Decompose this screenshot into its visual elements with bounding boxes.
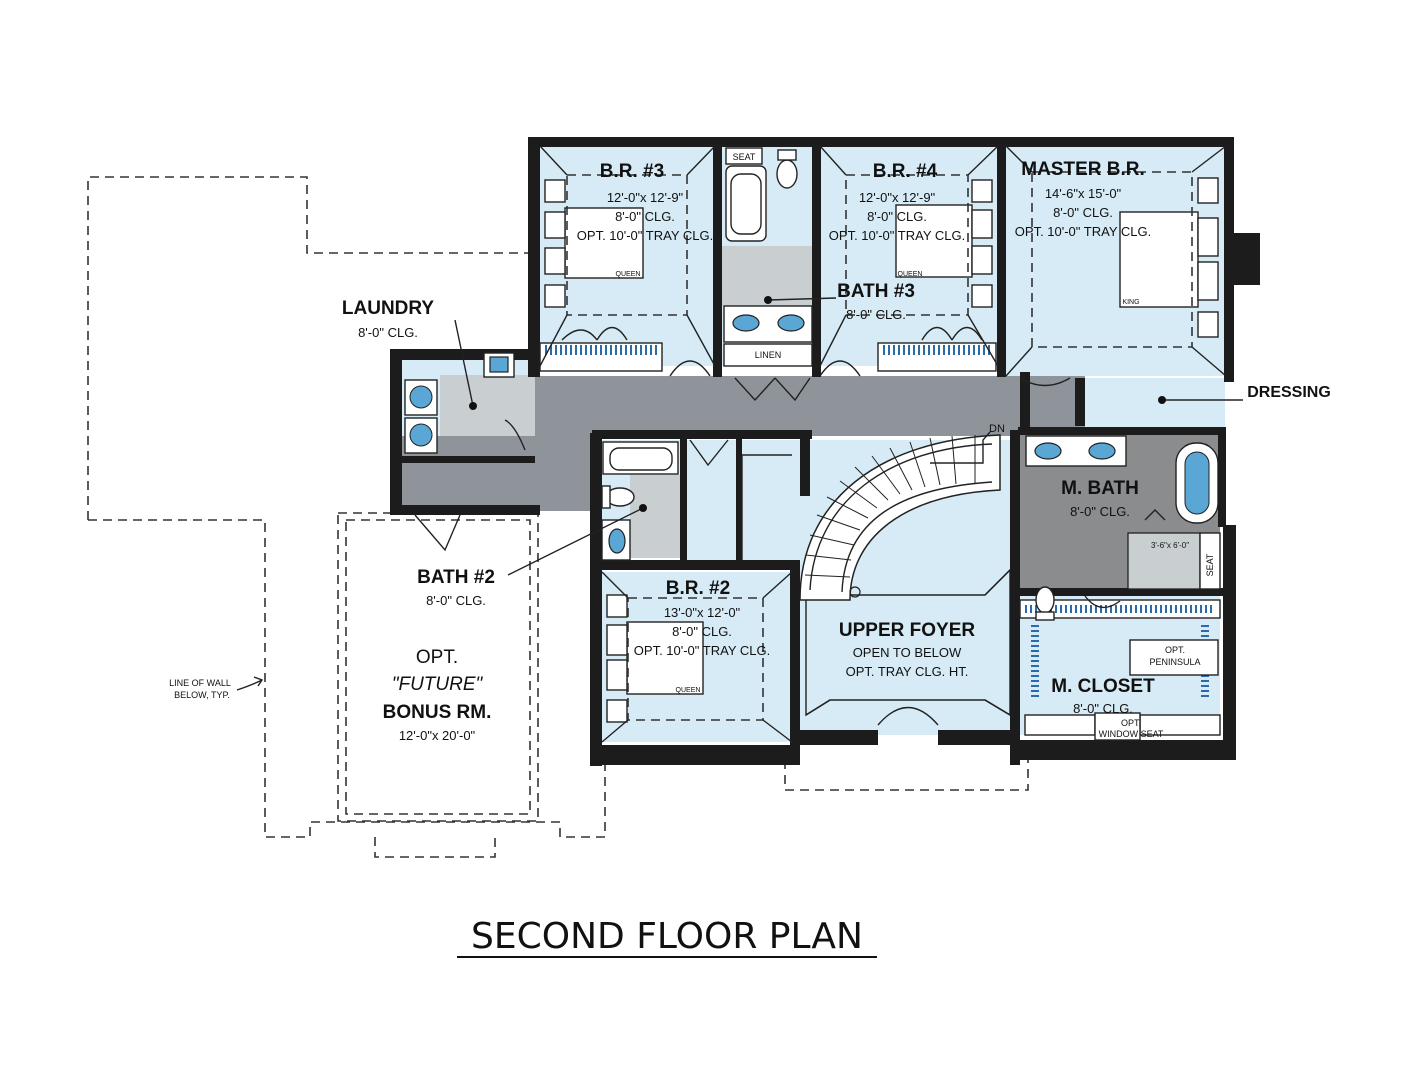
linen-note: LINEN — [755, 350, 782, 360]
door-swings — [414, 326, 1121, 609]
seat-note-mbath: SEAT — [1205, 553, 1215, 576]
br4-opt: OPT. 10'-0" TRAY CLG. — [829, 228, 965, 243]
bonus-future: "FUTURE" — [392, 674, 484, 695]
curved-staircase — [799, 431, 1001, 601]
bath3-name: BATH #3 — [837, 281, 915, 302]
king-note: KING — [1122, 299, 1139, 306]
queen-note-br4: QUEEN — [898, 271, 923, 278]
foyer-line1: OPEN TO BELOW — [853, 645, 962, 660]
br2-clg: 8'-0" CLG. — [672, 624, 732, 639]
plan-title: SECOND FLOOR PLAN — [471, 916, 863, 957]
br2-opt: OPT. 10'-0" TRAY CLG. — [634, 643, 770, 658]
br3-opt: OPT. 10'-0" TRAY CLG. — [577, 228, 713, 243]
master-name: MASTER B.R. — [1021, 159, 1145, 180]
bath2-name: BATH #2 — [417, 567, 495, 588]
bed-br3 — [544, 179, 644, 308]
queen-note-br2: QUEEN — [676, 687, 701, 694]
tray-ceiling-lines — [539, 145, 1227, 743]
mbath-name: M. BATH — [1061, 478, 1139, 499]
br3-clg: 8'-0" CLG. — [615, 209, 675, 224]
shower-size-note: 3'-6"x 6'-0" — [1151, 541, 1189, 550]
br3-size: 12'-0"x 12'-9" — [607, 190, 684, 205]
wall-line-note-2: BELOW, TYP. — [174, 690, 230, 700]
bed-master — [1119, 177, 1219, 338]
br2-name: B.R. #2 — [666, 578, 730, 599]
plan-title-group: SECOND FLOOR PLAN — [457, 916, 877, 958]
laundry-name: LAUNDRY — [342, 298, 435, 319]
br3-name: B.R. #3 — [600, 161, 664, 182]
walls — [390, 137, 1260, 766]
seat-note-bath3: SEAT — [733, 152, 756, 162]
br2-size: 13'-0"x 12'-0" — [664, 605, 741, 620]
callout-leaders — [236, 296, 1243, 691]
master-clg: 8'-0" CLG. — [1053, 205, 1113, 220]
laundry-clg: 8'-0" CLG. — [358, 325, 418, 340]
dressing-name: DRESSING — [1247, 384, 1331, 401]
br4-name: B.R. #4 — [873, 161, 938, 182]
wall-line-note-1: LINE OF WALL — [169, 678, 231, 688]
master-size: 14'-6"x 15'-0" — [1045, 186, 1122, 201]
peninsula-note: PENINSULA — [1149, 657, 1200, 667]
fixture-notes: SEAT LINEN QUEEN QUEEN KING QUEEN DN 3'-… — [169, 152, 1215, 739]
window-seat-opt: OPT. — [1121, 718, 1141, 728]
bonus-size: 12'-0"x 20'-0" — [399, 728, 476, 743]
bath3-clg: 8'-0" CLG. — [846, 307, 906, 322]
bed-br2 — [606, 594, 704, 723]
peninsula-opt: OPT. — [1165, 645, 1185, 655]
plan-title-underline — [457, 956, 877, 958]
mbath-clg: 8'-0" CLG. — [1070, 504, 1130, 519]
mcloset-name: M. CLOSET — [1051, 676, 1155, 697]
br4-size: 12'-0"x 12'-9" — [859, 190, 936, 205]
foyer-name: UPPER FOYER — [839, 620, 975, 641]
foyer-line2: OPT. TRAY CLG. HT. — [846, 664, 969, 679]
bonus-opt: OPT. — [416, 647, 458, 668]
bath-fixtures — [404, 147, 1221, 741]
br4-clg: 8'-0" CLG. — [867, 209, 927, 224]
bonus-name: BONUS RM. — [383, 702, 492, 723]
down-note: DN — [989, 423, 1005, 435]
dashed-outline-lower-level — [87, 176, 1029, 858]
master-opt: OPT. 10'-0" TRAY CLG. — [1015, 224, 1151, 239]
window-seat-note: WINDOW SEAT — [1099, 729, 1164, 739]
bath2-clg: 8'-0" CLG. — [426, 593, 486, 608]
closet-rods — [539, 342, 1221, 736]
queen-note-br3: QUEEN — [616, 271, 641, 278]
mcloset-clg: 8'-0" CLG. — [1073, 701, 1133, 716]
bed-br4 — [895, 179, 993, 308]
room-labels: B.R. #3 12'-0"x 12'-9" 8'-0" CLG. OPT. 1… — [342, 159, 1331, 743]
